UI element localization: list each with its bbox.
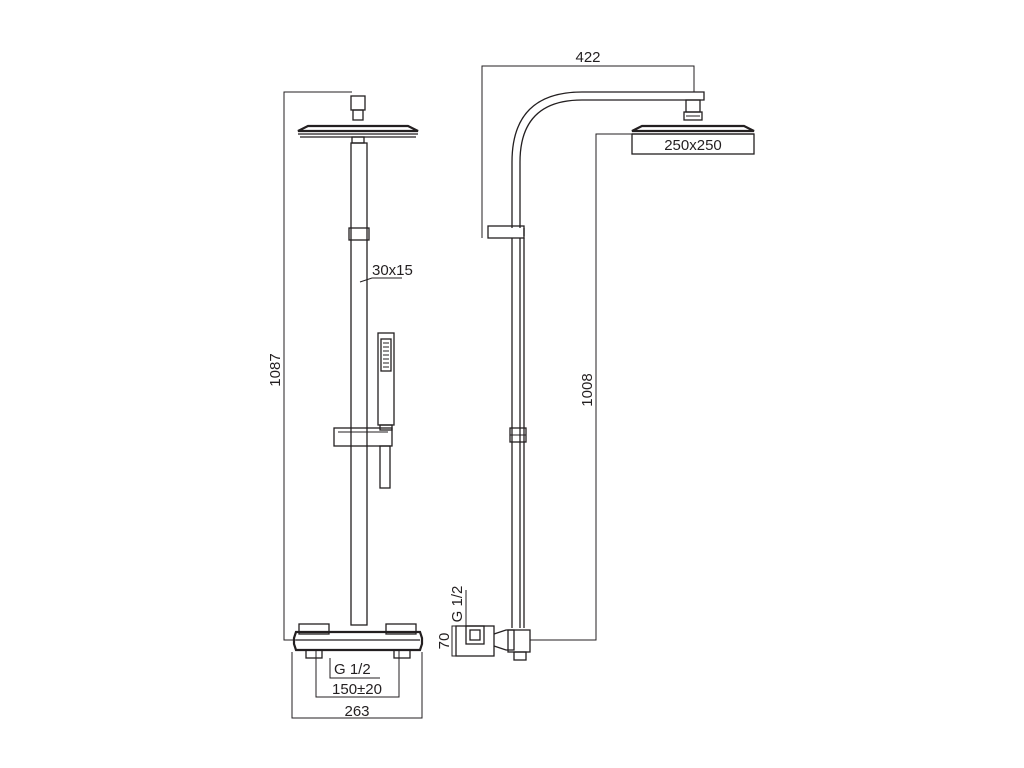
front-hand-shower (333, 332, 395, 489)
inlet-spacing-label: 150±20 (332, 681, 382, 698)
side-riser (509, 238, 527, 628)
head-size-label: 250x250 (664, 137, 722, 154)
head-height-label: 1008 (579, 373, 596, 406)
arm-reach-dimension: 422 (481, 49, 695, 238)
front-riser-bar (348, 142, 370, 626)
side-wall-connection (455, 625, 531, 661)
front-view: 1087 30x15 (267, 91, 424, 720)
arm-reach-label: 422 (575, 49, 600, 66)
side-inlet-dimensions: G 1/2 70 (436, 586, 467, 657)
side-shower-arm (487, 91, 705, 239)
front-mixer (292, 623, 424, 659)
head-height-dimension: 1008 (530, 133, 632, 641)
bar-section-label: 30x15 (372, 262, 413, 279)
front-inlet-label: G 1/2 (334, 661, 371, 678)
side-view: 422 250x250 1008 (436, 49, 755, 661)
front-shower-head (297, 95, 419, 144)
front-bottom-dimensions: G 1/2 150±20 263 (291, 650, 423, 720)
front-width-label: 263 (344, 703, 369, 720)
front-height-label: 1087 (267, 353, 284, 386)
front-height-dimension: 1087 (267, 91, 352, 641)
bar-section-leader: 30x15 (359, 262, 413, 283)
side-inlet-thread-label: G 1/2 (449, 586, 466, 623)
side-shower-head: 250x250 (631, 99, 755, 155)
side-inlet-depth-label: 70 (436, 633, 453, 650)
